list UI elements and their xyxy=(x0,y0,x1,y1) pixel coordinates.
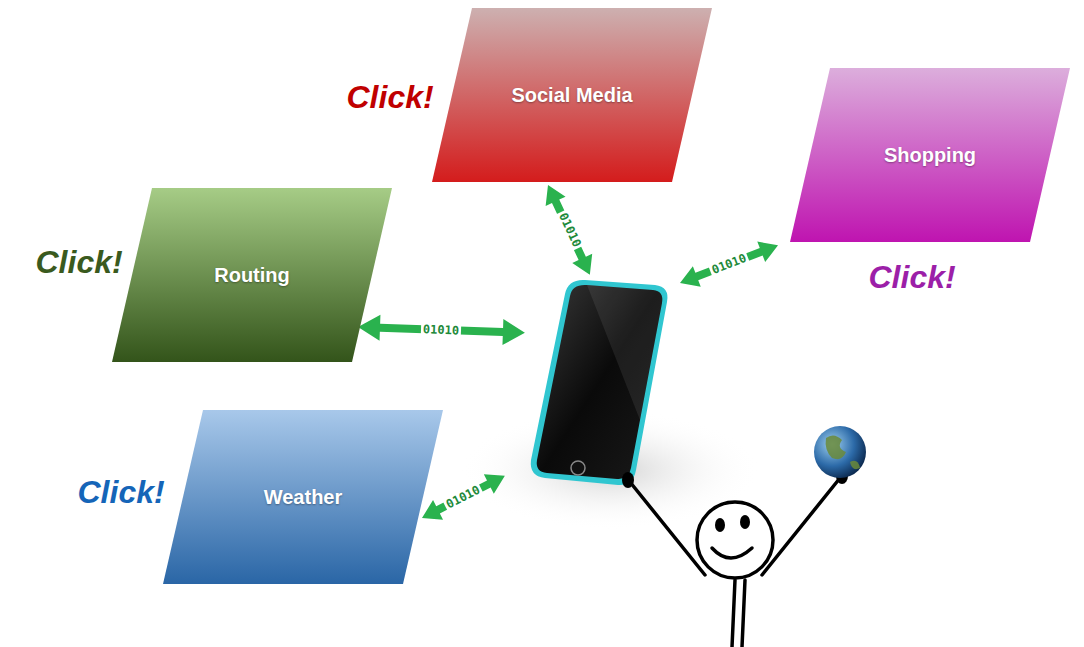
box-label: Shopping xyxy=(884,144,976,167)
click-label: Click! xyxy=(36,244,123,281)
box-label: Routing xyxy=(214,264,290,287)
binary-data: 01010 xyxy=(421,322,462,337)
shopping-box: Shopping xyxy=(790,68,1070,242)
globe xyxy=(814,426,866,478)
stick-figure xyxy=(630,478,840,647)
box-label: Weather xyxy=(264,486,343,509)
routing-box: Routing xyxy=(112,188,392,362)
weather-box: Weather xyxy=(163,410,443,584)
smartphone xyxy=(531,280,668,485)
binary-data: 01010 xyxy=(708,250,750,277)
click-label: Click! xyxy=(347,79,434,116)
click-label: Click! xyxy=(869,259,956,296)
box-label: Social Media xyxy=(511,84,632,107)
click-label: Click! xyxy=(78,474,165,511)
binary-data: 01010 xyxy=(442,482,484,513)
binary-data: 01010 xyxy=(555,209,585,251)
social-media-box: Social Media xyxy=(432,8,712,182)
